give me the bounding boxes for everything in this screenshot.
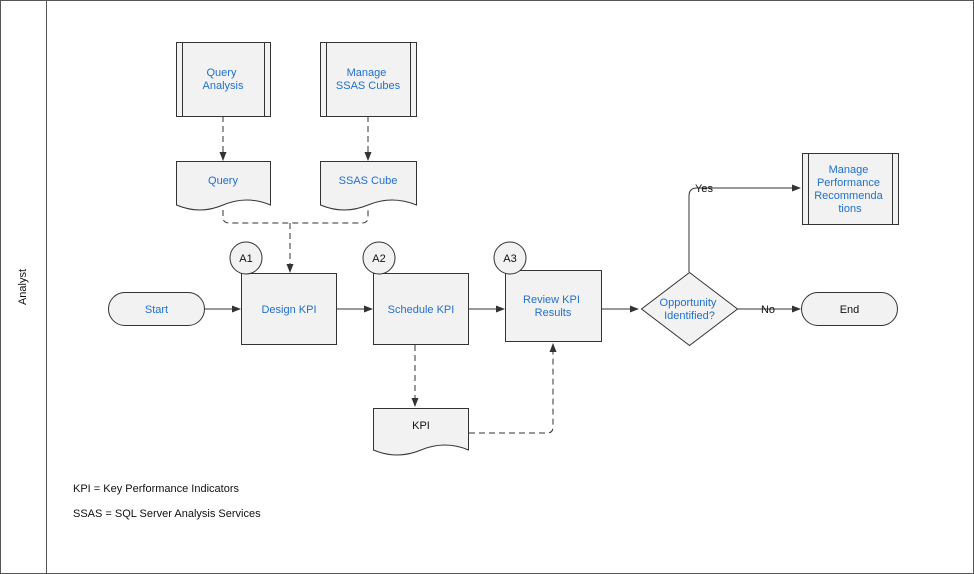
end-terminator[interactable]: End <box>801 292 898 326</box>
manage-perf-label-3: Recommenda <box>814 190 883 202</box>
opportunity-identified-decision[interactable]: Opportunity Identified? <box>640 271 739 347</box>
query-analysis-process[interactable]: Query Analysis <box>176 42 271 117</box>
ssas-cube-document[interactable]: SSAS Cube <box>320 161 417 211</box>
query-analysis-label-1: Query <box>206 67 236 79</box>
review-kpi-results-step[interactable]: Review KPI Results <box>505 270 602 342</box>
start-terminator[interactable]: Start <box>108 292 205 326</box>
legend-kpi: KPI = Key Performance Indicators <box>73 483 239 495</box>
svg-text:Query Analysis: Query Analysis <box>203 67 244 92</box>
manage-ssas-label-1: Manage <box>347 67 387 79</box>
review-kpi-label-2: Results <box>535 307 572 319</box>
step-circle-a2: A2 <box>362 241 396 275</box>
edge-docs-to-design <box>222 210 369 272</box>
kpi-document[interactable]: KPI <box>373 408 469 456</box>
design-kpi-label: Design KPI <box>261 304 316 316</box>
lane-label: Analyst <box>17 269 29 305</box>
edge-kpi-doc-to-review <box>469 343 557 434</box>
manage-perf-label-1: Manage <box>829 164 869 176</box>
review-kpi-label-1: Review KPI <box>523 294 580 306</box>
edge-label-no: No <box>761 304 775 316</box>
step-circle-a1: A1 <box>229 241 263 275</box>
start-label: Start <box>145 304 168 316</box>
manage-ssas-label-2: SSAS Cubes <box>336 80 401 92</box>
manage-ssas-cubes-process[interactable]: Manage SSAS Cubes <box>320 42 417 117</box>
svg-text:Opportunity Identified?: Opportunity Identified? <box>660 297 720 322</box>
kpi-doc-label: KPI <box>412 420 430 432</box>
query-analysis-label-2: Analysis <box>203 80 244 92</box>
query-document[interactable]: Query <box>176 161 271 211</box>
step-a1-label: A1 <box>239 253 252 265</box>
svg-text:Manage SSAS Cubes: Manage SSAS Cubes <box>336 67 401 92</box>
manage-perf-label-2: Performance <box>817 177 880 189</box>
query-doc-label: Query <box>208 175 238 187</box>
ssas-cube-doc-label: SSAS Cube <box>339 175 398 187</box>
end-label: End <box>840 304 860 316</box>
decision-label-1: Opportunity <box>660 297 717 309</box>
edge-decision-yes <box>688 184 801 272</box>
decision-label-2: Identified? <box>664 310 715 322</box>
legend-ssas: SSAS = SQL Server Analysis Services <box>73 508 261 520</box>
manage-perf-label-4: tions <box>838 203 862 215</box>
schedule-kpi-label: Schedule KPI <box>388 304 455 316</box>
design-kpi-step[interactable]: Design KPI <box>241 273 337 345</box>
step-circle-a3: A3 <box>493 241 527 275</box>
svg-text:Manage Performance: Manage Performance Recommenda tions <box>814 164 886 215</box>
step-a3-label: A3 <box>503 253 516 265</box>
schedule-kpi-step[interactable]: Schedule KPI <box>373 273 469 345</box>
svg-text:Review KPI Results: Review KPI Results <box>523 294 583 319</box>
edge-label-yes: Yes <box>695 183 713 195</box>
manage-performance-recommendations-process[interactable]: Manage Performance Recommenda tions <box>802 153 899 225</box>
step-a2-label: A2 <box>372 253 385 265</box>
